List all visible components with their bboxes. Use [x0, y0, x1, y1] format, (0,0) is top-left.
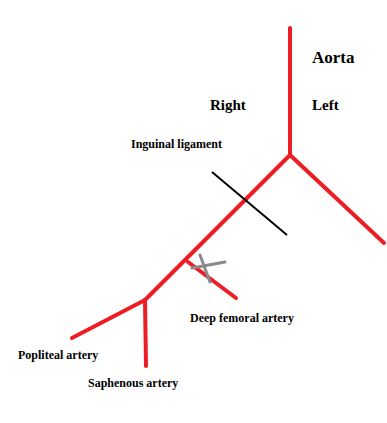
side-label: Right	[210, 96, 246, 114]
ligation-mark	[200, 255, 210, 282]
structure-label: Inguinal ligament	[131, 137, 222, 151]
saphenous-line	[145, 300, 146, 366]
ligation-mark	[192, 262, 225, 268]
vessel-label: Deep femoral artery	[190, 311, 294, 325]
vessel-label: Saphenous artery	[88, 376, 178, 390]
vessel-label: Popliteal artery	[18, 348, 98, 362]
left-iliac-line	[290, 155, 384, 243]
popliteal-line	[72, 300, 145, 338]
right-femoral-line	[145, 155, 290, 300]
deep-femoral-line	[188, 262, 236, 298]
vessel-label: Aorta	[312, 48, 354, 68]
aorta-line	[288, 28, 292, 155]
side-label: Left	[312, 96, 339, 114]
inguinal-ligament-line	[212, 172, 287, 235]
